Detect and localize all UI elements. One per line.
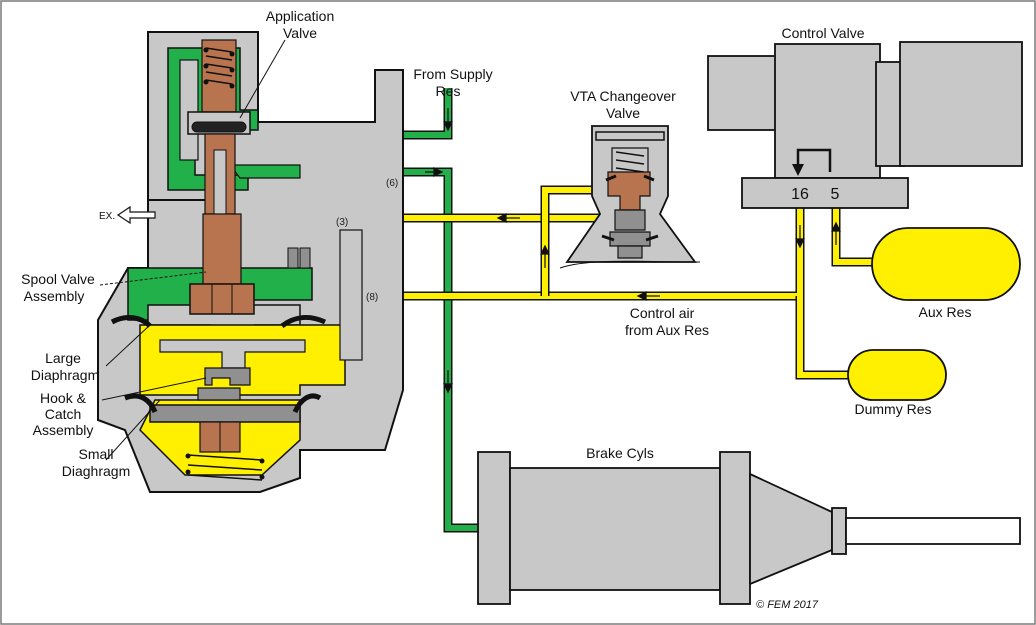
spool-valve-label-2: Assembly — [24, 288, 85, 304]
copyright-label: © FEM 2017 — [756, 599, 819, 611]
port-5-label: 5 — [831, 186, 840, 203]
brake-cyls-label: Brake Cyls — [586, 445, 654, 461]
vta-valve-label-2: Valve — [606, 105, 640, 121]
aux-res-label: Aux Res — [919, 304, 972, 320]
exhaust-label: EX. — [99, 211, 115, 222]
large-diaphragm-label-1: Large — [45, 350, 81, 366]
flow-arrow-icon — [425, 108, 841, 394]
application-valve-label-1: Application — [266, 8, 335, 24]
spring-icon — [187, 47, 263, 481]
from-supply-label-1: From Supply — [413, 66, 492, 82]
control-air-label-1: Control air — [630, 305, 695, 321]
port-6-label: (6) — [386, 178, 398, 189]
control-valve — [707, 41, 1023, 209]
spool-valve-label-1: Spool Valve — [21, 271, 95, 287]
spring-dots — [185, 47, 265, 480]
hook-catch-label-3: Assembly — [33, 422, 94, 438]
exhaust-arrow-icon — [116, 205, 156, 225]
leader-lines — [99, 39, 286, 461]
aux-reservoir — [871, 227, 1021, 301]
small-diaphragm-label-2: Diaghragm — [62, 463, 130, 479]
spool-valve-assembly — [187, 39, 255, 453]
large-diaphragm-label-2: Diaphragm — [31, 367, 99, 383]
control-valve-label: Control Valve — [781, 25, 864, 41]
port-3-label: (3) — [336, 217, 348, 228]
port-8-label: (8) — [366, 292, 378, 303]
control-air-label-2: from Aux Res — [625, 322, 709, 338]
small-diaphragm-label-1: Small — [78, 446, 113, 462]
hook-catch-label-1: Hook & — [40, 390, 87, 406]
vta-valve-label-1: VTA Changeover — [570, 88, 676, 104]
brake-cylinder — [477, 451, 1021, 605]
port-16-label: 16 — [791, 186, 809, 203]
application-valve-label-2: Valve — [283, 25, 317, 41]
dummy-res-label: Dummy Res — [854, 401, 931, 417]
dummy-reservoir — [847, 349, 947, 401]
vta-changeover-valve — [559, 125, 701, 269]
hook-catch-label-2: Catch — [45, 406, 82, 422]
from-supply-label-2: Res — [436, 83, 461, 99]
